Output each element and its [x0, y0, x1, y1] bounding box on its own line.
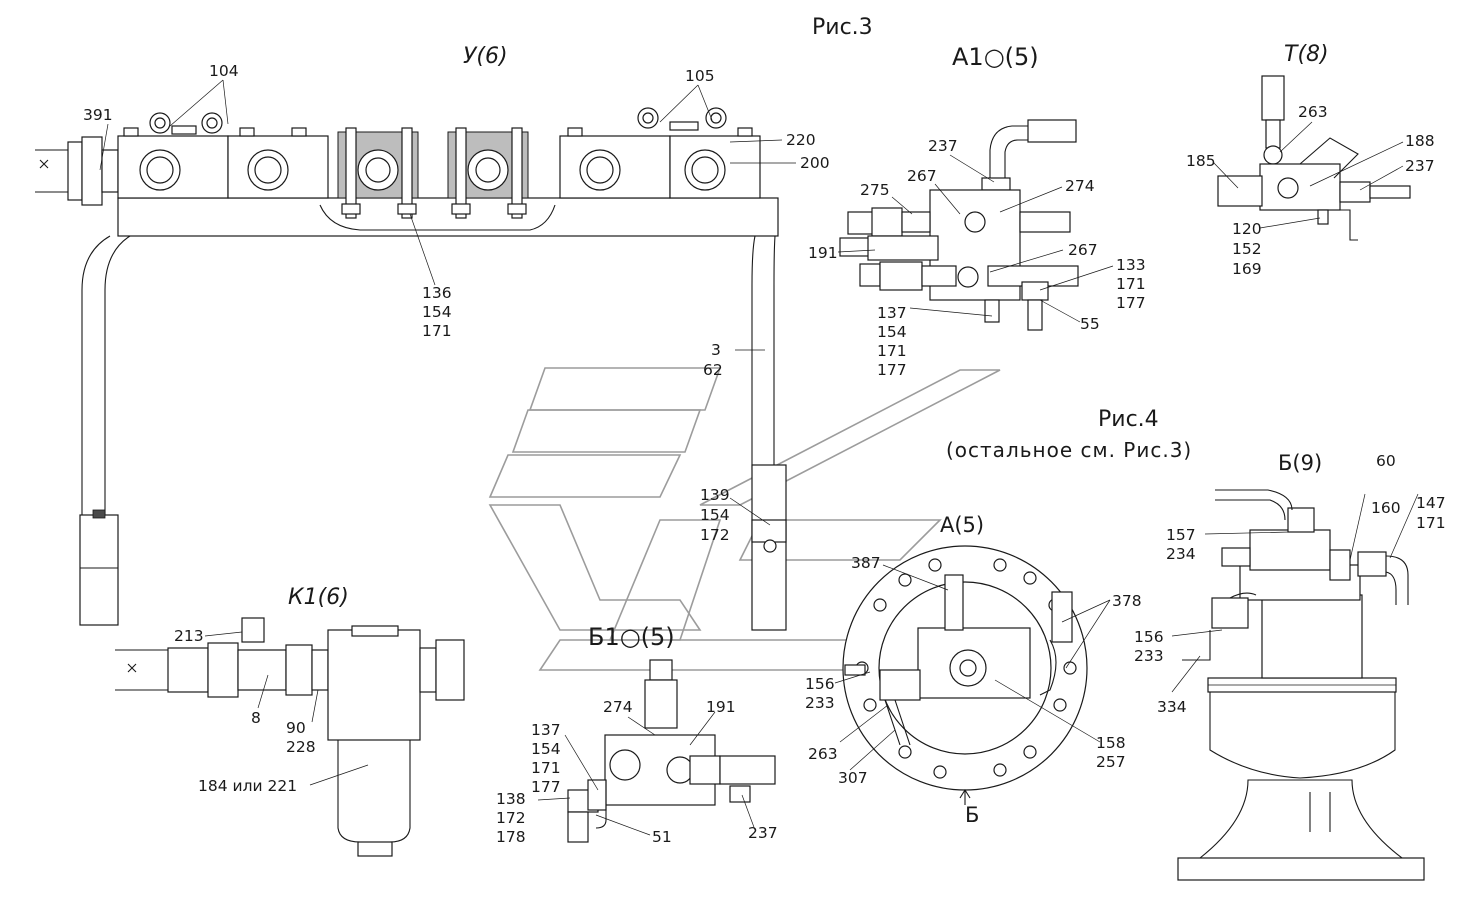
- callout-171: 171: [422, 322, 452, 340]
- fig4-title: Рис.4: [1098, 407, 1159, 432]
- fig4-note: (остальное см. Рис.3): [946, 438, 1192, 462]
- callout-3: 3: [711, 341, 721, 359]
- callout-136: 136: [422, 284, 452, 302]
- view-a5-motor: [842, 545, 1088, 805]
- callout-378: 378: [1112, 592, 1142, 610]
- callout-228: 228: [286, 738, 316, 756]
- callout-156: 156: [1134, 628, 1164, 646]
- view-b9-motor: [1177, 489, 1425, 881]
- callout-154: 154: [700, 506, 730, 524]
- callout-171: 171: [1416, 514, 1446, 532]
- callout-387: 387: [851, 554, 881, 572]
- callout-60: 60: [1376, 452, 1396, 470]
- callout-274: 274: [1065, 177, 1095, 195]
- callout-133: 133: [1116, 256, 1146, 274]
- callout-275: 275: [860, 181, 890, 199]
- callout-171: 171: [877, 342, 907, 360]
- callout-137: 137: [531, 721, 561, 739]
- callout-391: 391: [83, 106, 113, 124]
- callout-51: 51: [652, 828, 672, 846]
- callout-178: 178: [496, 828, 526, 846]
- callout-169: 169: [1232, 260, 1262, 278]
- callout-154: 154: [877, 323, 907, 341]
- callout-138: 138: [496, 790, 526, 808]
- callout-157: 157: [1166, 526, 1196, 544]
- view-arrow-b: Б: [965, 803, 979, 827]
- callout-62: 62: [703, 361, 723, 379]
- callout-213: 213: [174, 627, 204, 645]
- callout-188: 188: [1405, 132, 1435, 150]
- callout-90: 90: [286, 719, 306, 737]
- callout-147: 147: [1416, 494, 1446, 512]
- view-label-b9: Б(9): [1278, 451, 1322, 475]
- view-label-t8: Т(8): [1284, 42, 1329, 67]
- fig3-title: Рис.3: [812, 15, 873, 40]
- callout-171: 171: [531, 759, 561, 777]
- view-label-a1: А1○(5): [952, 43, 1039, 71]
- callout-137: 137: [877, 304, 907, 322]
- callout-185: 185: [1186, 152, 1216, 170]
- callout-237: 237: [748, 824, 778, 842]
- callout-233: 233: [805, 694, 835, 712]
- view-label-b1: Б1○(5): [588, 623, 675, 651]
- callout-152: 152: [1232, 240, 1262, 258]
- view-b1-block: [567, 659, 776, 843]
- callout-274: 274: [603, 698, 633, 716]
- callout-177: 177: [1116, 294, 1146, 312]
- callout-104: 104: [209, 62, 239, 80]
- callout-172: 172: [700, 526, 730, 544]
- callout-267: 267: [907, 167, 937, 185]
- callout-237: 237: [1405, 157, 1435, 175]
- callout-154: 154: [531, 740, 561, 758]
- callout-171: 171: [1116, 275, 1146, 293]
- view-label-a5: А(5): [940, 513, 984, 537]
- callout-158: 158: [1096, 734, 1126, 752]
- callout-120: 120: [1232, 220, 1262, 238]
- callout-55: 55: [1080, 315, 1100, 333]
- view-label-k1: К1(6): [288, 585, 349, 610]
- watermark-logo: [488, 367, 1001, 671]
- callout-105: 105: [685, 67, 715, 85]
- callout-267: 267: [1068, 241, 1098, 259]
- callout-numbers: 391 104 105 220 200 136 154 171 3 62 139…: [83, 62, 1446, 846]
- view-k1-filter: [115, 617, 465, 857]
- callout-263: 263: [808, 745, 838, 763]
- callout-257: 257: [1096, 753, 1126, 771]
- callout-139: 139: [700, 486, 730, 504]
- callout-191: 191: [808, 244, 838, 262]
- view-u6-manifold: [35, 107, 787, 631]
- callout-191: 191: [706, 698, 736, 716]
- callout-160: 160: [1371, 499, 1401, 517]
- view-t8-block: [1217, 75, 1411, 241]
- callout-307: 307: [838, 769, 868, 787]
- callout-237: 237: [928, 137, 958, 155]
- callout-334: 334: [1157, 698, 1187, 716]
- view-label-u6: У(6): [463, 44, 508, 69]
- callout-177: 177: [877, 361, 907, 379]
- callout-177: 177: [531, 778, 561, 796]
- callout-8: 8: [251, 709, 261, 727]
- callout-184: 184 или 221: [198, 777, 297, 795]
- callout-200: 200: [800, 154, 830, 172]
- callout-220: 220: [786, 131, 816, 149]
- view-a1-block: [839, 119, 1079, 331]
- callout-172: 172: [496, 809, 526, 827]
- callout-233: 233: [1134, 647, 1164, 665]
- callout-234: 234: [1166, 545, 1196, 563]
- leader-lines: [99, 79, 1419, 836]
- callout-154: 154: [422, 303, 452, 321]
- callout-263: 263: [1298, 103, 1328, 121]
- callout-156: 156: [805, 675, 835, 693]
